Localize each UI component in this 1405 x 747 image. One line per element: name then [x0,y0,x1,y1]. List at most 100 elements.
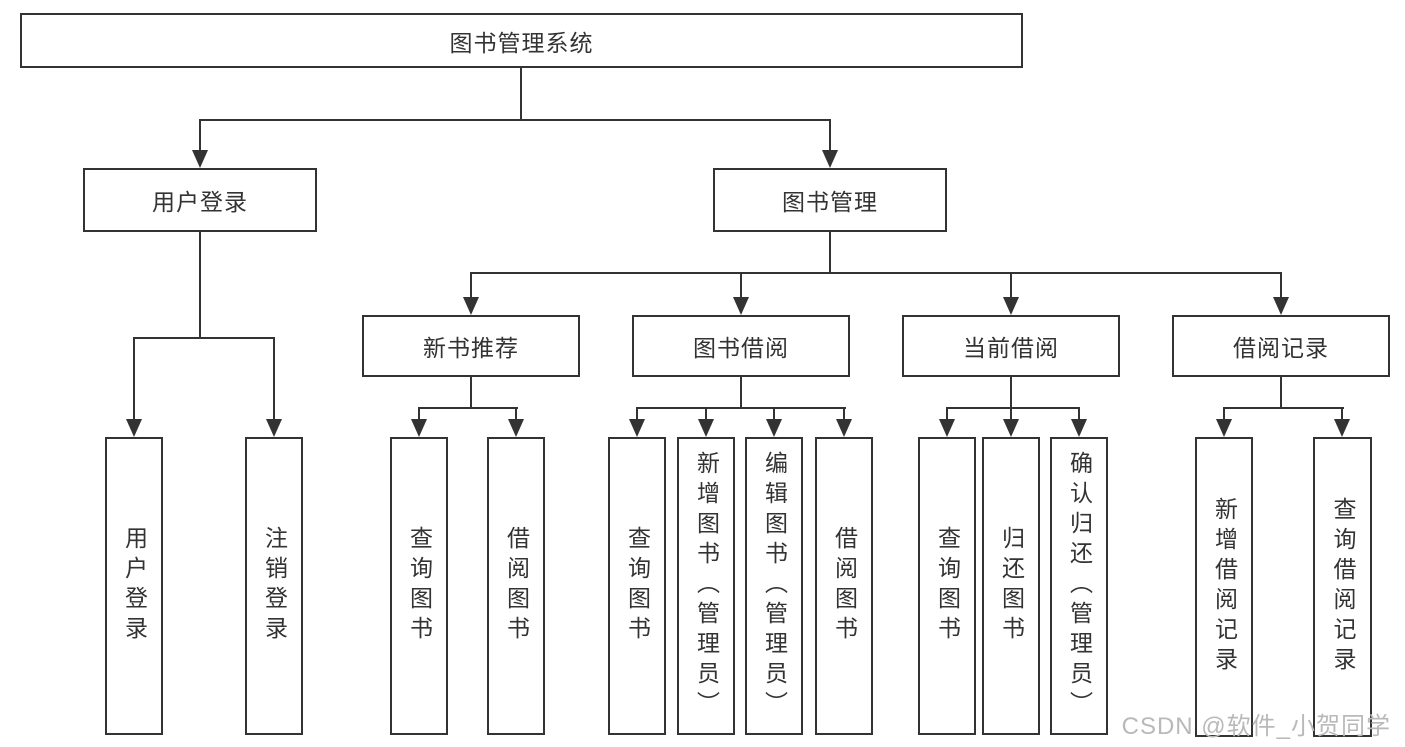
node-book-management-label: 图书管理 [782,189,878,215]
connector-arrow-current-borrow [1003,272,1019,315]
leaf-query-books-3-label: 查询图书 [934,526,961,646]
node-user-login-label: 用户登录 [152,189,248,215]
node-new-book-recommend-label: 新书推荐 [423,335,519,361]
leaf-borrow-books-2: 借阅图书 [815,437,873,735]
connector-arrow-add-borrow-record [1216,407,1232,437]
arrowhead-down-icon [822,150,838,168]
connector-stem [740,272,742,302]
connector-stem [470,272,472,302]
connector-arrow-add-books [698,407,714,437]
connector-arrow-borrow-books-2 [836,407,852,437]
node-new-book-recommend: 新书推荐 [362,315,580,377]
arrowhead-down-icon [266,419,282,437]
leaf-logout: 注销登录 [245,437,303,735]
leaf-borrow-books-2-label: 借阅图书 [831,526,858,646]
connector-level1-rail [199,119,831,121]
arrowhead-down-icon [463,297,479,315]
connector-arrow-query-books-2 [629,407,645,437]
leaf-add-borrow-record: 新增借阅记录 [1195,437,1253,737]
arrowhead-down-icon [766,419,782,437]
connector-stem [273,337,275,424]
connector-arrow-borrow-records [1273,272,1289,315]
arrowhead-down-icon [1273,297,1289,315]
leaf-query-books-3: 查询图书 [918,437,976,735]
node-current-borrow-label: 当前借阅 [963,335,1059,361]
connector-book-borrow-rail [636,407,846,409]
csdn-watermark: CSDN @软件_小贺同学 [1121,713,1391,740]
node-user-login: 用户登录 [83,168,317,232]
connector-arrow-book-management [822,119,838,168]
leaf-query-books-2: 查询图书 [608,437,666,735]
connector-arrow-leaf-logout [266,337,282,437]
connector-borrow-records-stem [1280,377,1282,407]
connector-borrow-records-rail [1223,407,1344,409]
connector-arrow-borrow-books-1 [508,407,524,437]
connector-stem [1010,272,1012,302]
connector-arrow-user-login [192,119,208,168]
connector-stem [946,407,948,424]
leaf-user-login-label: 用户登录 [121,526,148,646]
connector-user-login-rail [133,337,275,339]
node-borrow-records-label: 借阅记录 [1233,335,1329,361]
arrowhead-down-icon [508,419,524,437]
connector-arrow-confirm-return [1071,407,1087,437]
connector-stem [829,119,831,155]
arrowhead-down-icon [629,419,645,437]
leaf-query-borrow-record: 查询借阅记录 [1313,437,1372,737]
leaf-borrow-books-1-label: 借阅图书 [503,526,530,646]
node-current-borrow: 当前借阅 [902,315,1120,377]
arrowhead-down-icon [733,297,749,315]
connector-stem [1280,272,1282,302]
leaf-query-books-1-label: 查询图书 [406,526,433,646]
leaf-add-books-label: 新增图书（管理员） [693,451,720,721]
node-root-label: 图书管理系统 [449,29,594,56]
connector-root-stem [520,68,522,119]
leaf-edit-books-label: 编辑图书（管理员） [761,451,788,721]
connector-stem [1078,407,1080,424]
connector-stem [636,407,638,424]
leaf-query-books-2-label: 查询图书 [624,526,651,646]
leaf-query-borrow-record-label: 查询借阅记录 [1330,497,1356,677]
connector-arrow-query-books-3 [939,407,955,437]
connector-stem [705,407,707,424]
leaf-add-books: 新增图书（管理员） [677,437,735,735]
connector-new-book-rail [418,407,518,409]
arrowhead-down-icon [1071,419,1087,437]
leaf-confirm-return-label: 确认归还（管理员） [1066,451,1093,721]
arrowhead-down-icon [939,419,955,437]
connector-book-borrow-stem [740,377,742,407]
connector-stem [1341,407,1343,424]
connector-stem [199,119,201,155]
arrowhead-down-icon [698,419,714,437]
node-book-borrow-label: 图书借阅 [693,335,789,361]
leaf-borrow-books-1: 借阅图书 [487,437,545,735]
arrowhead-down-icon [192,150,208,168]
arrowhead-down-icon [411,419,427,437]
connector-arrow-leaf-user-login [126,337,142,437]
connector-arrow-edit-books [766,407,782,437]
connector-stem [1010,407,1012,424]
connector-current-borrow-stem [1010,377,1012,407]
connector-current-borrow-rail [946,407,1080,409]
leaf-user-login: 用户登录 [105,437,163,735]
leaf-logout-label: 注销登录 [261,526,288,646]
arrowhead-down-icon [1216,419,1232,437]
connector-stem [133,337,135,424]
arrowhead-down-icon [836,419,852,437]
arrowhead-down-icon [1334,419,1350,437]
connector-stem [1223,407,1225,424]
connector-stem [773,407,775,424]
arrowhead-down-icon [1003,297,1019,315]
node-book-management: 图书管理 [713,168,947,232]
connector-arrow-book-borrow [733,272,749,315]
leaf-add-borrow-record-label: 新增借阅记录 [1211,497,1238,677]
connector-level3-rail [470,272,1282,274]
connector-arrow-query-borrow-record [1334,407,1350,437]
arrowhead-down-icon [126,419,142,437]
leaf-edit-books: 编辑图书（管理员） [745,437,803,735]
connector-stem [418,407,420,424]
connector-arrow-new-book-recommend [463,272,479,315]
connector-stem [843,407,845,424]
node-book-borrow: 图书借阅 [632,315,850,377]
